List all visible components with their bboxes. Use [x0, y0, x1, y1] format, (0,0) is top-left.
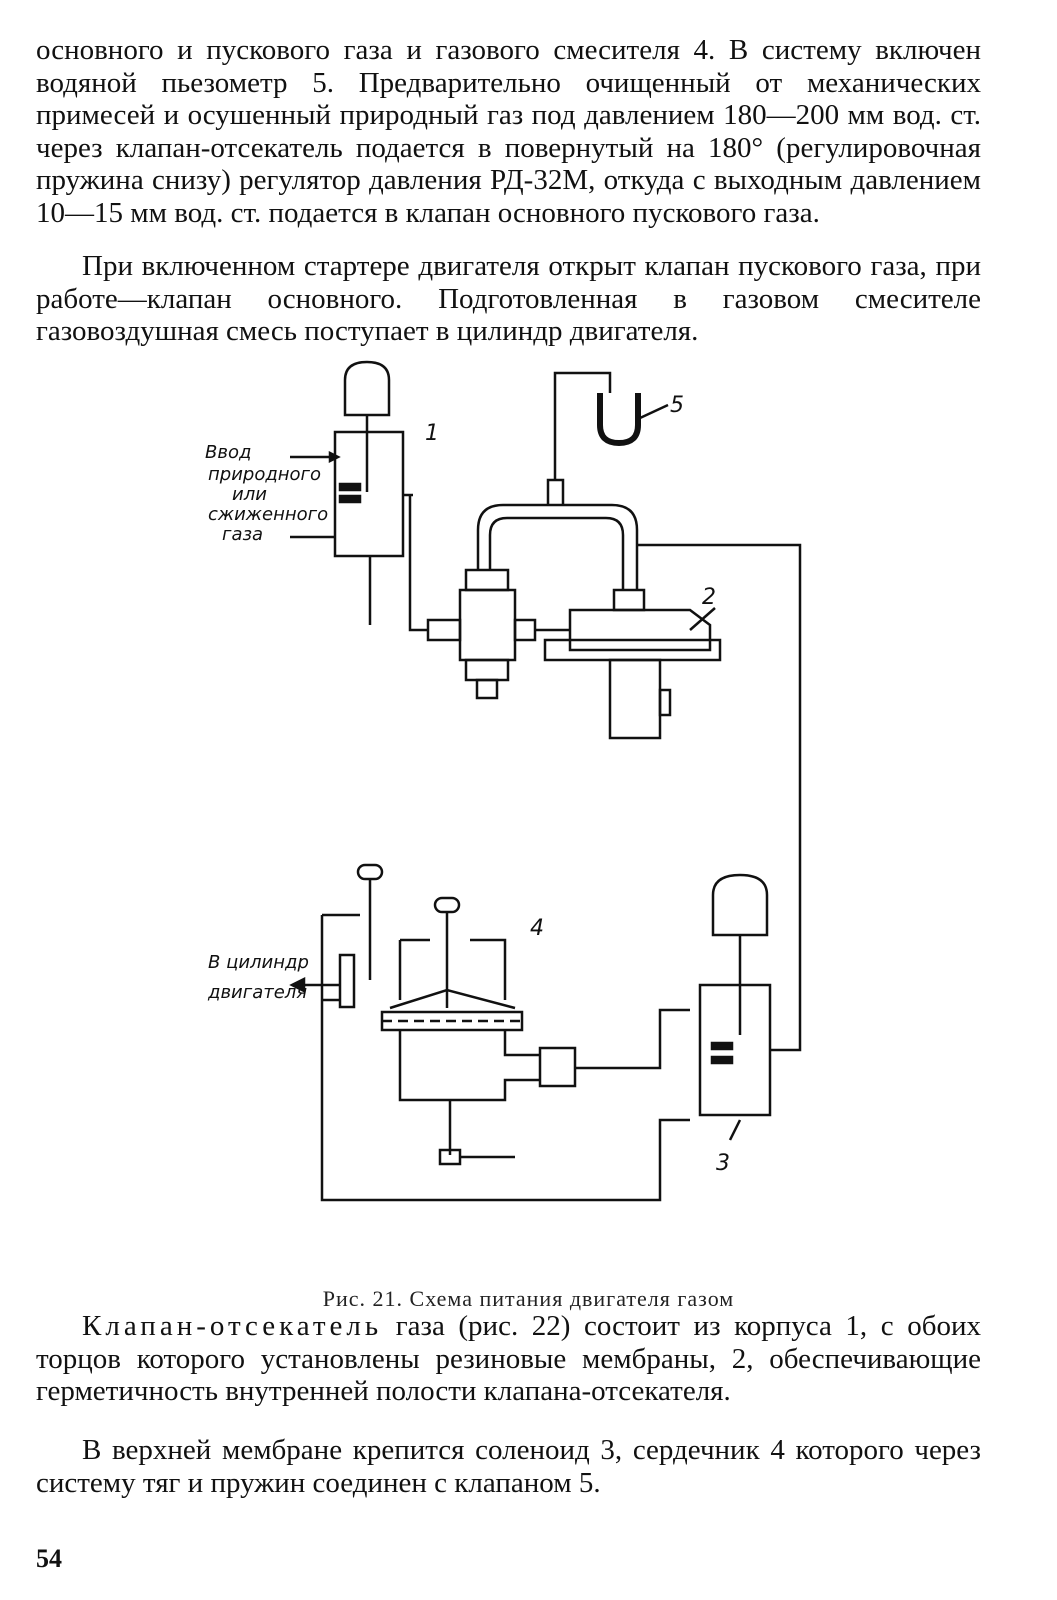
paragraph-top: основного и пускового газа и газового см… — [36, 34, 981, 229]
cross-fitting — [458, 588, 517, 662]
paragraph-third-text: газа (рис. 22) состоит из корпуса 1, с о… — [36, 1310, 981, 1407]
label-num-2: 2 — [702, 585, 716, 610]
page-number: 54 — [36, 1544, 62, 1573]
mixer-lower-body — [398, 1030, 540, 1102]
valve1-plate-a — [338, 482, 362, 492]
venturi — [538, 1046, 577, 1088]
paragraph-fourth: В верхней мембране крепится соленоид 3, … — [36, 1434, 981, 1499]
paragraph-second: При включенном стартере двигателя открыт… — [36, 250, 981, 347]
label-num-1: 1 — [425, 421, 439, 446]
label-inlet-2: природного — [208, 464, 321, 485]
label-num-5: 5 — [670, 393, 684, 418]
piezometer-u-tube — [597, 393, 641, 447]
valve3-body — [698, 983, 772, 1117]
regulator-diaphragm — [568, 608, 712, 652]
pipe-to-piezometer — [553, 371, 612, 480]
label-num-4: 4 — [530, 916, 544, 941]
label-outlet-1: В цилиндр — [208, 952, 309, 973]
valve1-solenoid-cap — [343, 360, 391, 417]
pipe-arch — [476, 503, 639, 590]
label-outlet-2: двигателя — [207, 982, 307, 1003]
paragraph-third: Клапан-отсекатель газа (рис. 22) состоит… — [36, 1310, 981, 1408]
regulator-body — [608, 658, 662, 740]
valve1-plate-b — [338, 494, 362, 504]
valve1-body — [333, 430, 405, 558]
label-inlet-4: сжиженного — [208, 504, 328, 525]
mixer-top-body — [398, 938, 507, 1000]
label-inlet-5: газа — [222, 524, 263, 545]
label-inlet-1: Ввод — [205, 442, 251, 463]
valve3-solenoid-cap — [711, 873, 769, 937]
label-num-3: 3 — [716, 1151, 730, 1176]
pipe-regulator-to-valve3 — [637, 543, 802, 1052]
label-inlet-3: или — [232, 484, 267, 505]
gas-supply-diagram: Ввод природного или сжиженного газа В ци… — [205, 360, 802, 1202]
pipe-loop-bottom — [320, 915, 690, 1202]
pipe-valve1-to-mixer — [408, 495, 428, 632]
figure-caption: Рис. 21. Схема питания двигателя газом — [322, 1286, 735, 1311]
term-valve-cutoff: Клапан-отсекатель — [82, 1310, 383, 1342]
